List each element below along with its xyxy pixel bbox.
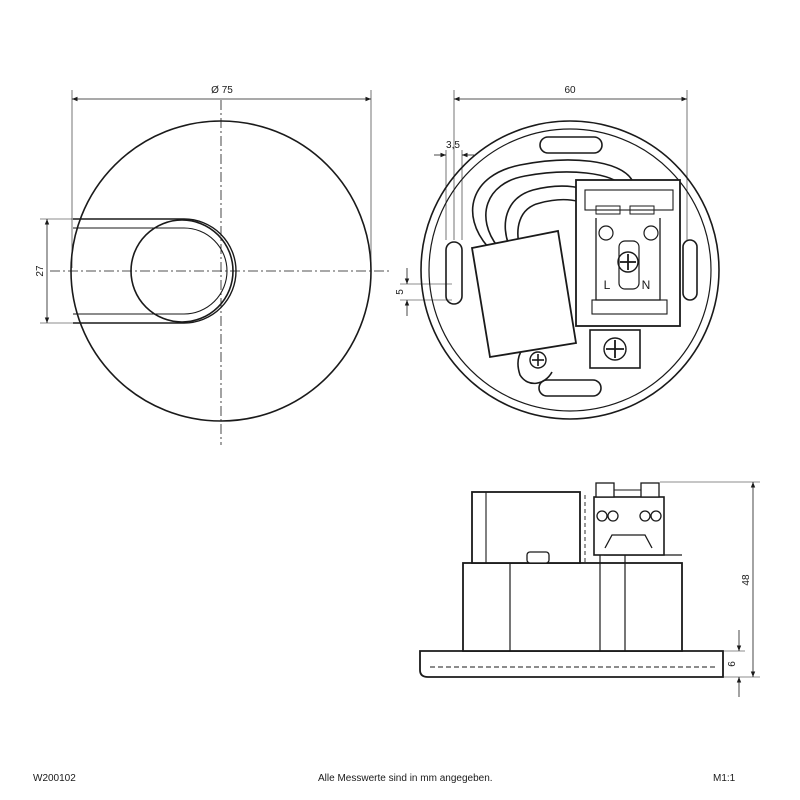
side-terminal: [593, 496, 665, 556]
scale-label: M1:1: [713, 773, 736, 784]
measurement-note: Alle Messwerte sind in mm angegeben.: [318, 773, 493, 784]
housing-inner-circle: [428, 128, 712, 412]
dimension-5: 5: [395, 289, 406, 295]
wire-outer: [471, 159, 633, 248]
mounting-slot-left: [445, 241, 463, 305]
top-view: [400, 90, 720, 420]
side-view: [419, 481, 760, 697]
dimension-3-5: 3,5: [446, 140, 460, 151]
cable-clamp-block: [470, 229, 578, 359]
housing-outer-circle: [420, 120, 720, 420]
dimension-27: 27: [35, 265, 46, 277]
clamp-screw-icon: [529, 351, 547, 369]
terminal-screw-icon: [617, 251, 639, 273]
dimension-6: 6: [727, 661, 738, 667]
drawing-code: W200102: [33, 773, 76, 784]
housing-body: [462, 562, 683, 652]
dimension-diameter: Ø 75: [211, 85, 233, 96]
terminal-label-l: L: [604, 278, 611, 292]
mounting-slot-bottom: [538, 379, 602, 397]
dimension-60: 60: [564, 85, 576, 96]
terminal-label-n: N: [642, 278, 651, 292]
front-view: [40, 90, 392, 445]
side-clamp-block: [471, 491, 581, 564]
base-plate: [419, 650, 724, 678]
mounting-slot-right: [682, 239, 698, 301]
terminal-block: [575, 179, 681, 327]
mounting-slot-top: [539, 136, 603, 154]
dimension-48: 48: [741, 574, 752, 586]
